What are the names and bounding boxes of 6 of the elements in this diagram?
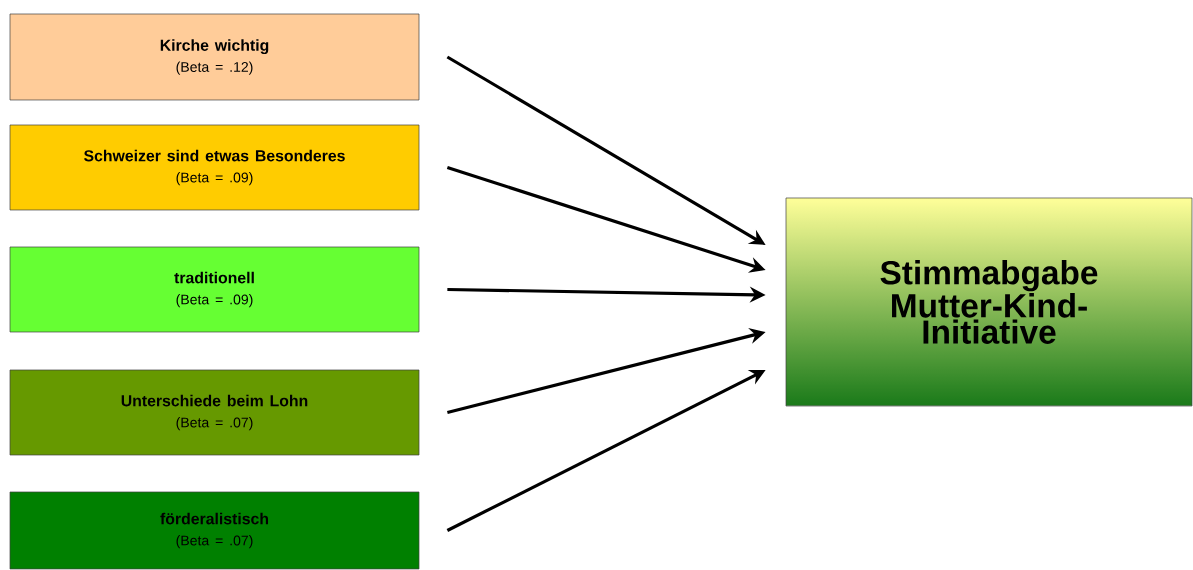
factor-box: Kirche wichtig (Beta = .12) (9, 13, 420, 101)
factor-box: traditionell (Beta = .09) (9, 246, 420, 333)
factor-box: Unterschiede beim Lohn (Beta = .07) (9, 369, 420, 456)
factor-box: Schweizer sind etwas Besonderes (Beta = .09) (9, 124, 420, 211)
factor-box: förderalistisch (Beta = .07) (9, 491, 420, 570)
target-box: Stimmabgabe Mutter-Kind-Initiative (785, 197, 1193, 407)
